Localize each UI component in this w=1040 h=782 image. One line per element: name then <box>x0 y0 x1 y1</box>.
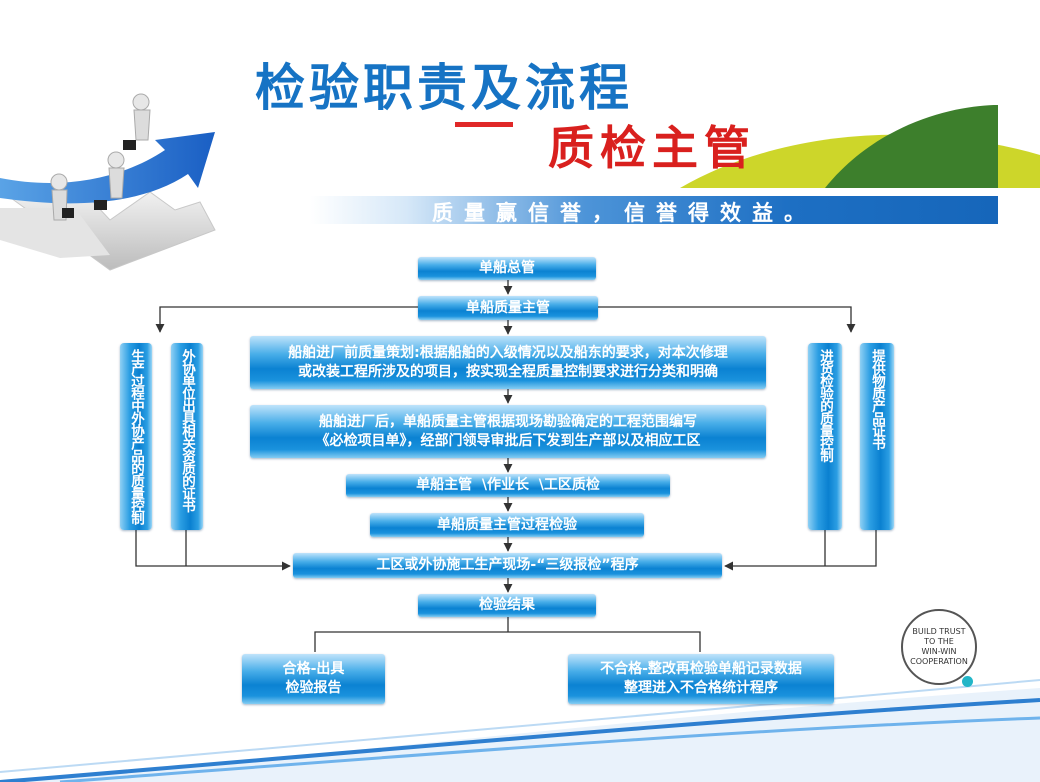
page-subtitle: 质检主管 <box>548 121 756 175</box>
post-entry-checklist-line1: 船舶进厂后，单船质量主管根据现场勘验确定的工程范围编写 <box>319 413 697 430</box>
fail-rectify-line1: 不合格-整改再检验单船记录数据 <box>600 661 802 677</box>
incoming-inspection-label: 进货检验的质量控制 <box>817 349 833 462</box>
fail-rectify-line2: 整理进入不合格统计程序 <box>624 680 778 696</box>
post-entry-checklist-line2: 《必检项目单》，经部门领导审批后下发到生产部以及相应工区 <box>315 432 701 449</box>
pass-report-box: 合格-出具 检验报告 <box>242 654 385 704</box>
material-certificate-box: 提供物质产品证书 <box>860 343 894 530</box>
inspection-result-box: 检验结果 <box>418 594 596 617</box>
badge-line2: TO THE <box>924 637 954 646</box>
material-certificate-label: 提供物质产品证书 <box>869 349 885 449</box>
outsourced-quality-control-label: 生产过程中外协产品的质量控制 <box>128 349 144 524</box>
bottom-wave-decoration <box>0 679 1040 782</box>
pass-report-line1: 合格-出具 <box>282 661 345 677</box>
title-dash <box>455 122 513 127</box>
badge-line4: COOPERATION <box>910 657 968 666</box>
supervisors-box: 单船主管 \作业长 \工区质检 <box>346 474 670 497</box>
build-trust-badge: BUILD TRUST TO THE WIN-WIN COOPERATION <box>901 609 977 685</box>
badge-line3: WIN-WIN <box>921 647 957 656</box>
pre-entry-planning-line2: 或改装工程所涉及的项目，按实现全程质量控制要求进行分类和明确 <box>298 363 718 380</box>
post-entry-checklist-box: 船舶进厂后，单船质量主管根据现场勘验确定的工程范围编写 《必检项目单》，经部门领… <box>250 405 766 458</box>
outsourced-certificate-label: 外协单位出具相关资质的证书 <box>179 349 195 512</box>
pass-report-line2: 检验报告 <box>285 680 342 696</box>
badge-dot <box>962 676 973 687</box>
ship-quality-manager-box: 单船质量主管 <box>418 296 598 320</box>
ship-general-manager-box: 单船总管 <box>418 257 596 280</box>
slogan: 质量赢信誉，信誉得效益。 <box>432 201 816 225</box>
outsourced-quality-control-box: 生产过程中外协产品的质量控制 <box>120 343 152 530</box>
three-level-inspection-box: 工区或外协施工生产现场-“三级报检”程序 <box>293 553 722 578</box>
page-title: 检验职责及流程 <box>255 59 633 117</box>
process-inspection-box: 单船质量主管过程检验 <box>370 513 644 537</box>
incoming-inspection-box: 进货检验的质量控制 <box>808 343 842 530</box>
outsourced-certificate-box: 外协单位出具相关资质的证书 <box>171 343 203 530</box>
pre-entry-planning-line1: 船舶进厂前质量策划:根据船舶的入级情况以及船东的要求，对本次修理 <box>288 344 728 361</box>
hills-decoration <box>680 105 1040 188</box>
fail-rectify-box: 不合格-整改再检验单船记录数据 整理进入不合格统计程序 <box>568 654 834 704</box>
pre-entry-planning-box: 船舶进厂前质量策划:根据船舶的入级情况以及船东的要求，对本次修理 或改装工程所涉… <box>250 336 766 389</box>
climbing-arrow-illustration <box>0 93 216 271</box>
slogan-bar <box>310 196 998 224</box>
badge-line1: BUILD TRUST <box>912 627 966 636</box>
